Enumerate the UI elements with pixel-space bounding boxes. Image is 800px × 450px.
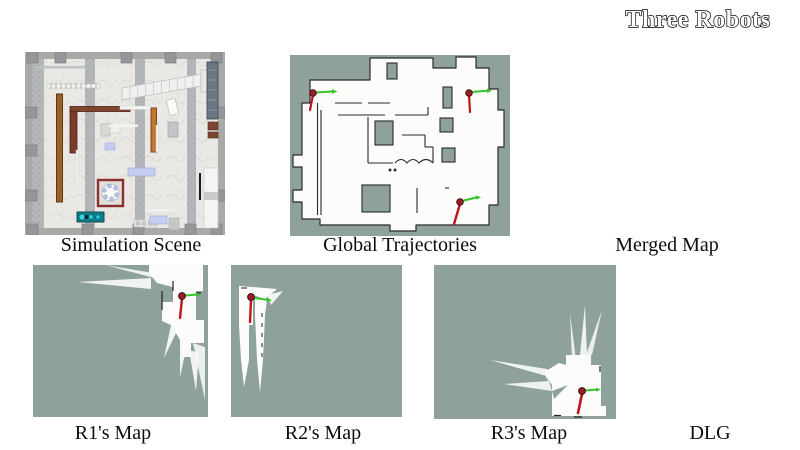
- figure-title: Three Robots: [625, 6, 771, 33]
- r1-map-image: [33, 265, 208, 417]
- caption-r1-map: R1's Map: [74, 422, 152, 444]
- wall-pillars: [25, 52, 225, 235]
- aisle-columns: [32, 59, 196, 228]
- dining-area: [96, 178, 125, 208]
- robot-pose-marker-r2: [465, 88, 492, 114]
- wooden-shelf-left: [56, 93, 63, 203]
- white-wall-segment: [75, 149, 79, 191]
- r3-map-image: [434, 265, 616, 419]
- robot-pose-marker: [576, 387, 601, 415]
- caption-merged-map: Merged Map: [615, 234, 719, 256]
- wall-segment: [35, 66, 85, 69]
- white-wall-segment: [119, 105, 152, 110]
- caption-simulation-scene: Simulation Scene: [60, 234, 202, 256]
- bottom-tables: [127, 167, 180, 231]
- center-furniture: [100, 123, 159, 153]
- global-trajectories-map: [290, 55, 510, 236]
- map-walls: [241, 287, 263, 357]
- caption-r2-map: R2's Map: [284, 422, 362, 444]
- robot-pose-marker: [247, 293, 272, 324]
- robot-pose-marker-r3: [452, 195, 481, 226]
- map-walls: [554, 366, 601, 418]
- robot-pose-marker-r1: [308, 89, 338, 112]
- wooden-shelf-middle: [150, 107, 157, 153]
- map-free-space: [78, 265, 205, 400]
- map-walls: [316, 102, 449, 215]
- simulation-scene-image: [25, 52, 225, 235]
- right-side-furniture: [166, 61, 219, 229]
- map-unknown-wedge: [552, 385, 568, 399]
- hanging-shelf-row: [46, 83, 101, 89]
- map-free-space: [292, 56, 505, 232]
- robot-pose-marker: [178, 292, 201, 320]
- caption-dlg: DLG: [689, 422, 731, 444]
- caption-r3-map: R3's Map: [490, 422, 568, 444]
- map-unknown-blocks: [361, 62, 456, 213]
- r2-map-image: [231, 265, 402, 417]
- map-free-space: [490, 305, 606, 416]
- caption-global-trajectories: Global Trajectories: [323, 234, 477, 256]
- teal-counter: [76, 211, 105, 223]
